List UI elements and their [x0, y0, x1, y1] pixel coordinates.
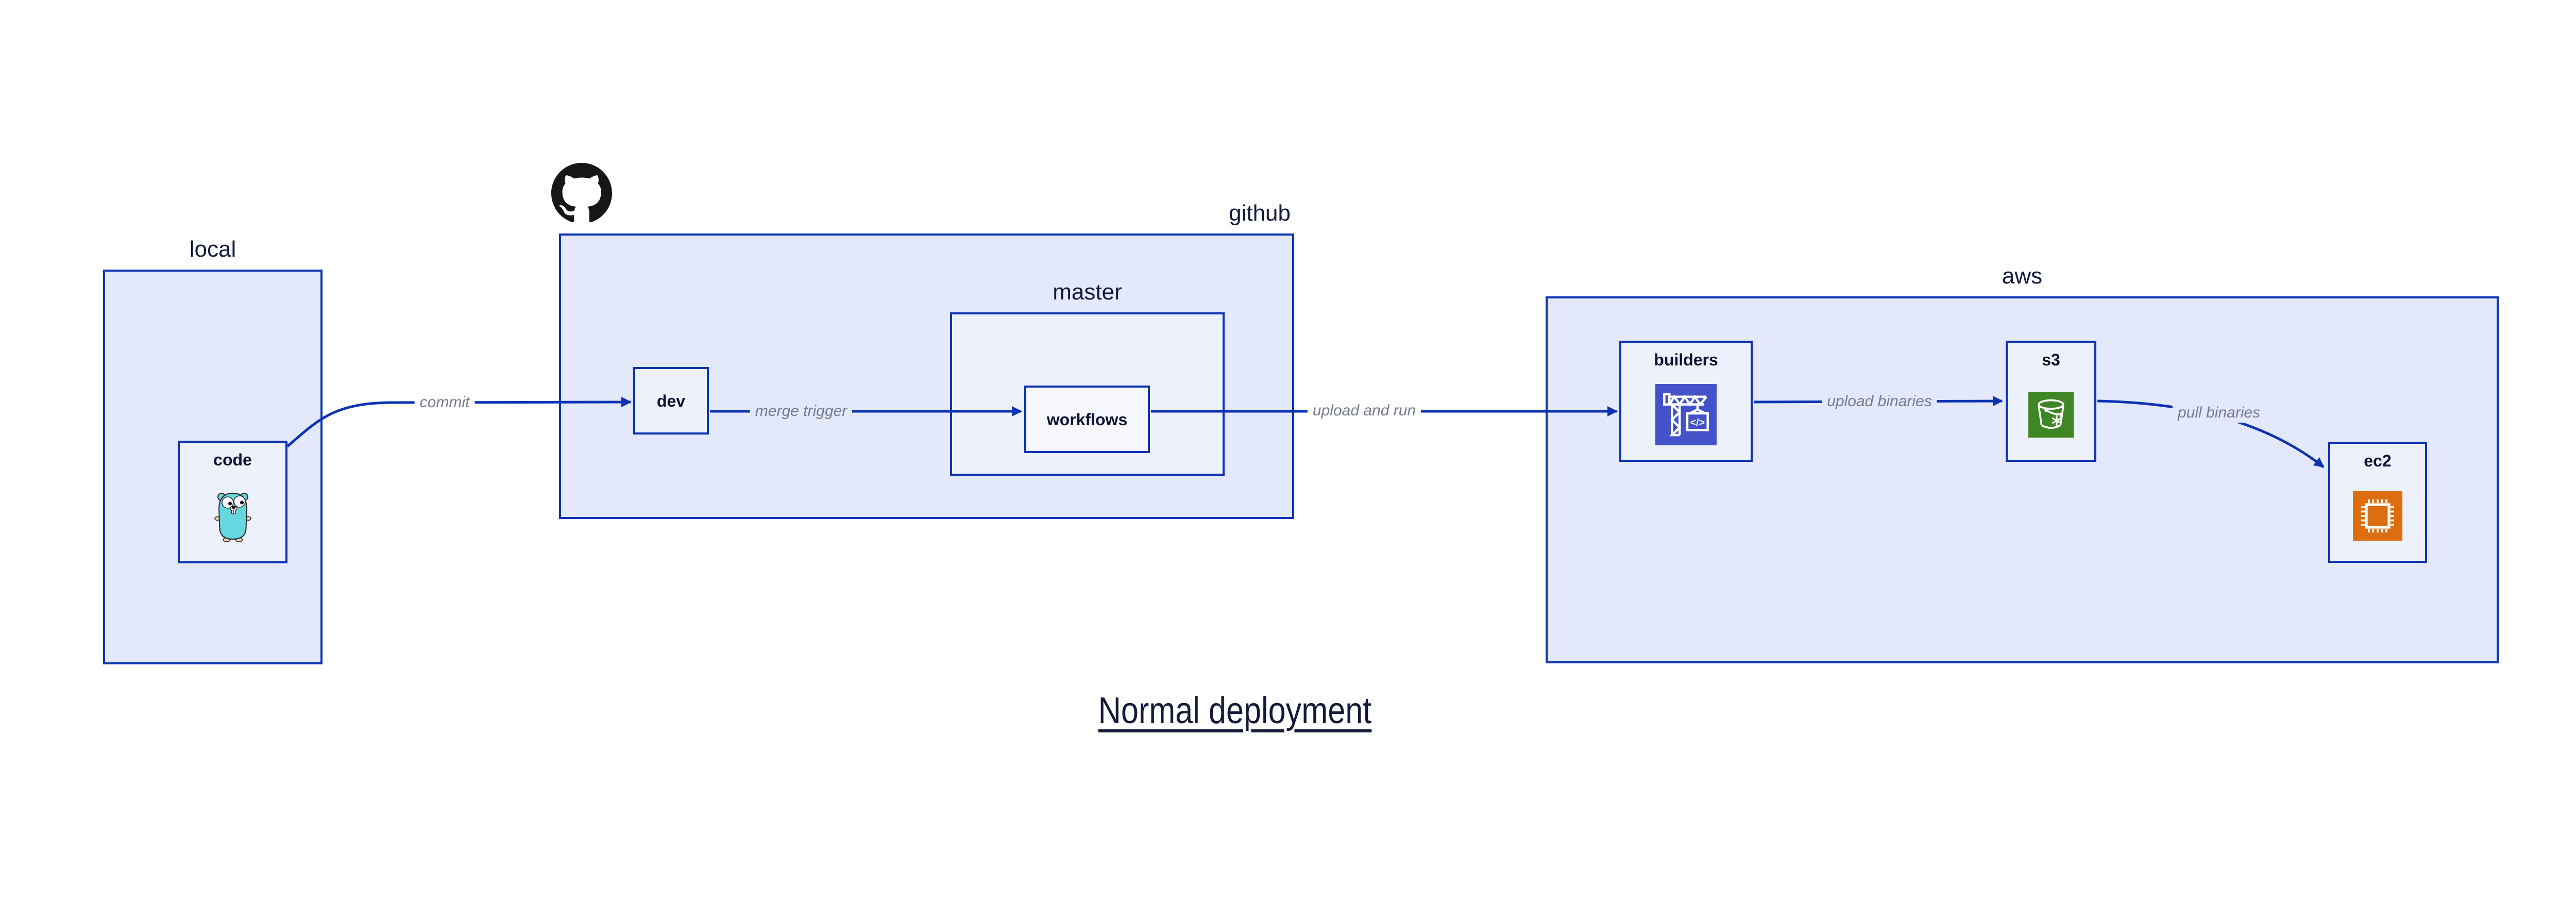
go-gopher-icon	[214, 470, 251, 561]
node-dev-label: dev	[656, 391, 686, 410]
codebuild-icon-glyph: </>	[1690, 417, 1705, 428]
edge-label-commit: commit	[414, 393, 475, 412]
node-code: code	[178, 441, 287, 563]
diagram-title: Normal deployment	[1074, 690, 1396, 732]
node-s3-label: s3	[2042, 350, 2060, 369]
node-s3: s3	[2006, 341, 2096, 462]
node-workflows: workflows	[1024, 386, 1150, 453]
edge-label-pull-binaries: pull binaries	[2172, 403, 2266, 423]
edge-label-merge-trigger: merge trigger	[750, 402, 853, 421]
master-container-label: master	[1053, 279, 1122, 305]
node-builders-label: builders	[1654, 350, 1718, 369]
aws-container-label: aws	[2002, 263, 2043, 289]
github-logo-icon	[551, 163, 612, 224]
node-ec2: ec2	[2328, 442, 2427, 563]
diagram-title-text: Normal deployment	[1098, 690, 1372, 731]
node-code-label: code	[213, 450, 252, 469]
ec2-icon	[2353, 471, 2402, 561]
edge-label-upload-binaries: upload binaries	[1822, 392, 1937, 411]
codebuild-icon: </>	[1655, 370, 1717, 460]
local-container-label: local	[189, 237, 236, 262]
node-builders: builders </>	[1619, 341, 1753, 462]
edge-label-upload-and-run: upload and run	[1307, 401, 1421, 421]
github-container-label: github	[1229, 201, 1291, 226]
node-dev: dev	[633, 367, 709, 435]
s3-glacier-icon	[2028, 370, 2074, 460]
node-workflows-label: workflows	[1046, 410, 1128, 429]
node-ec2-label: ec2	[2364, 452, 2392, 470]
